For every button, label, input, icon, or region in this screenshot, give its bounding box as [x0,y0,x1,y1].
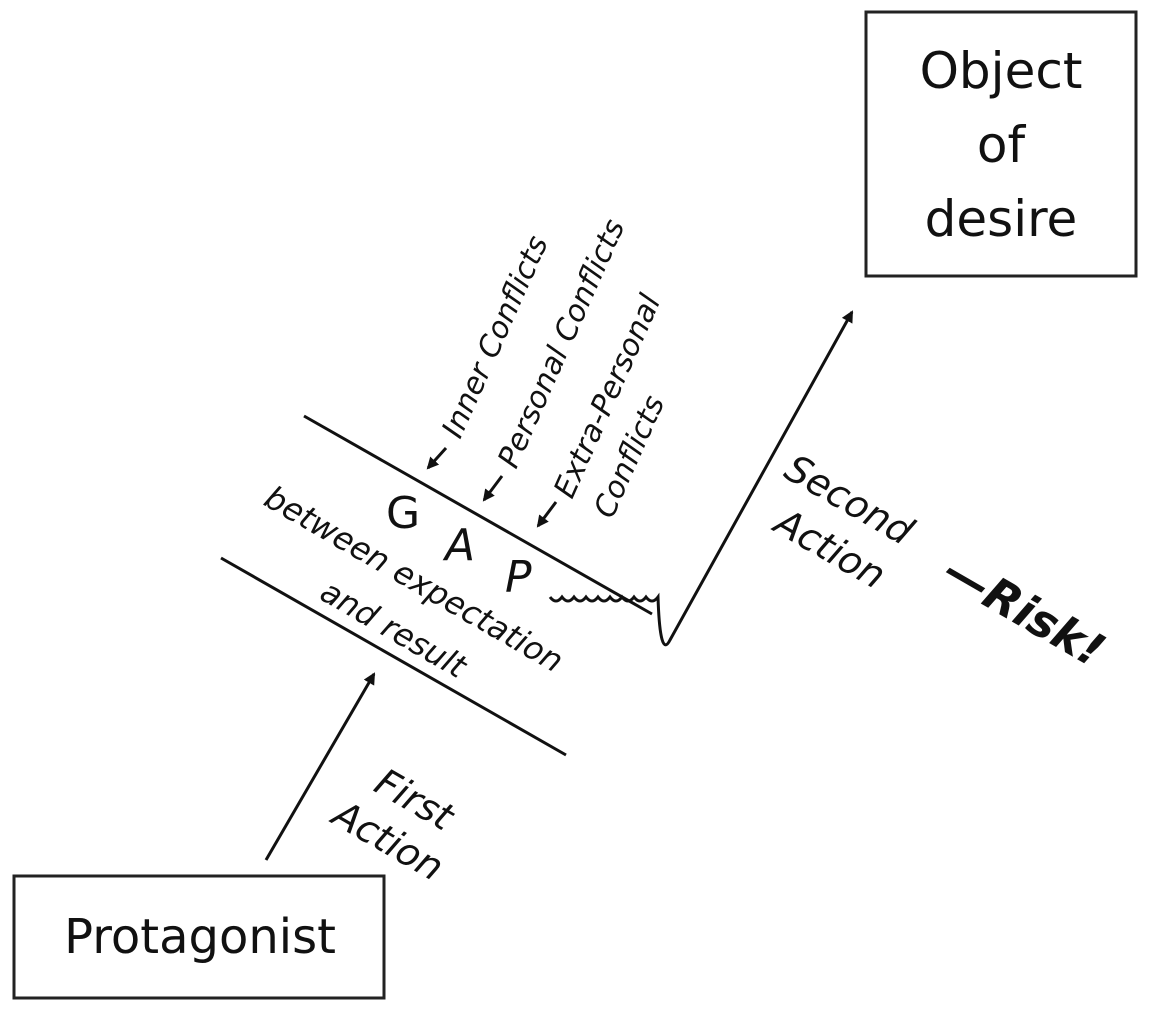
object-line-3: desire [925,190,1078,248]
gap-letter-a: A [442,520,475,571]
personal-conflicts-arrow [482,475,504,502]
protagonist-box: Protagonist [12,874,386,1000]
object-of-desire-box: Object of desire [864,10,1138,278]
first-action-arrow [264,672,376,861]
gap-letter-p: P [505,552,532,603]
object-line-2: of [977,116,1027,174]
risk-label: —Risk! [935,543,1115,678]
object-line-1: Object [920,42,1083,100]
second-action-arrow [548,310,854,647]
gap-letter-g: G [386,488,420,539]
gap-top-line [303,414,653,616]
protagonist-label: Protagonist [64,909,336,965]
gap-bottom-line [220,556,567,757]
inner-conflicts-arrow [426,446,448,470]
extra-personal-conflicts-arrow [536,501,558,528]
